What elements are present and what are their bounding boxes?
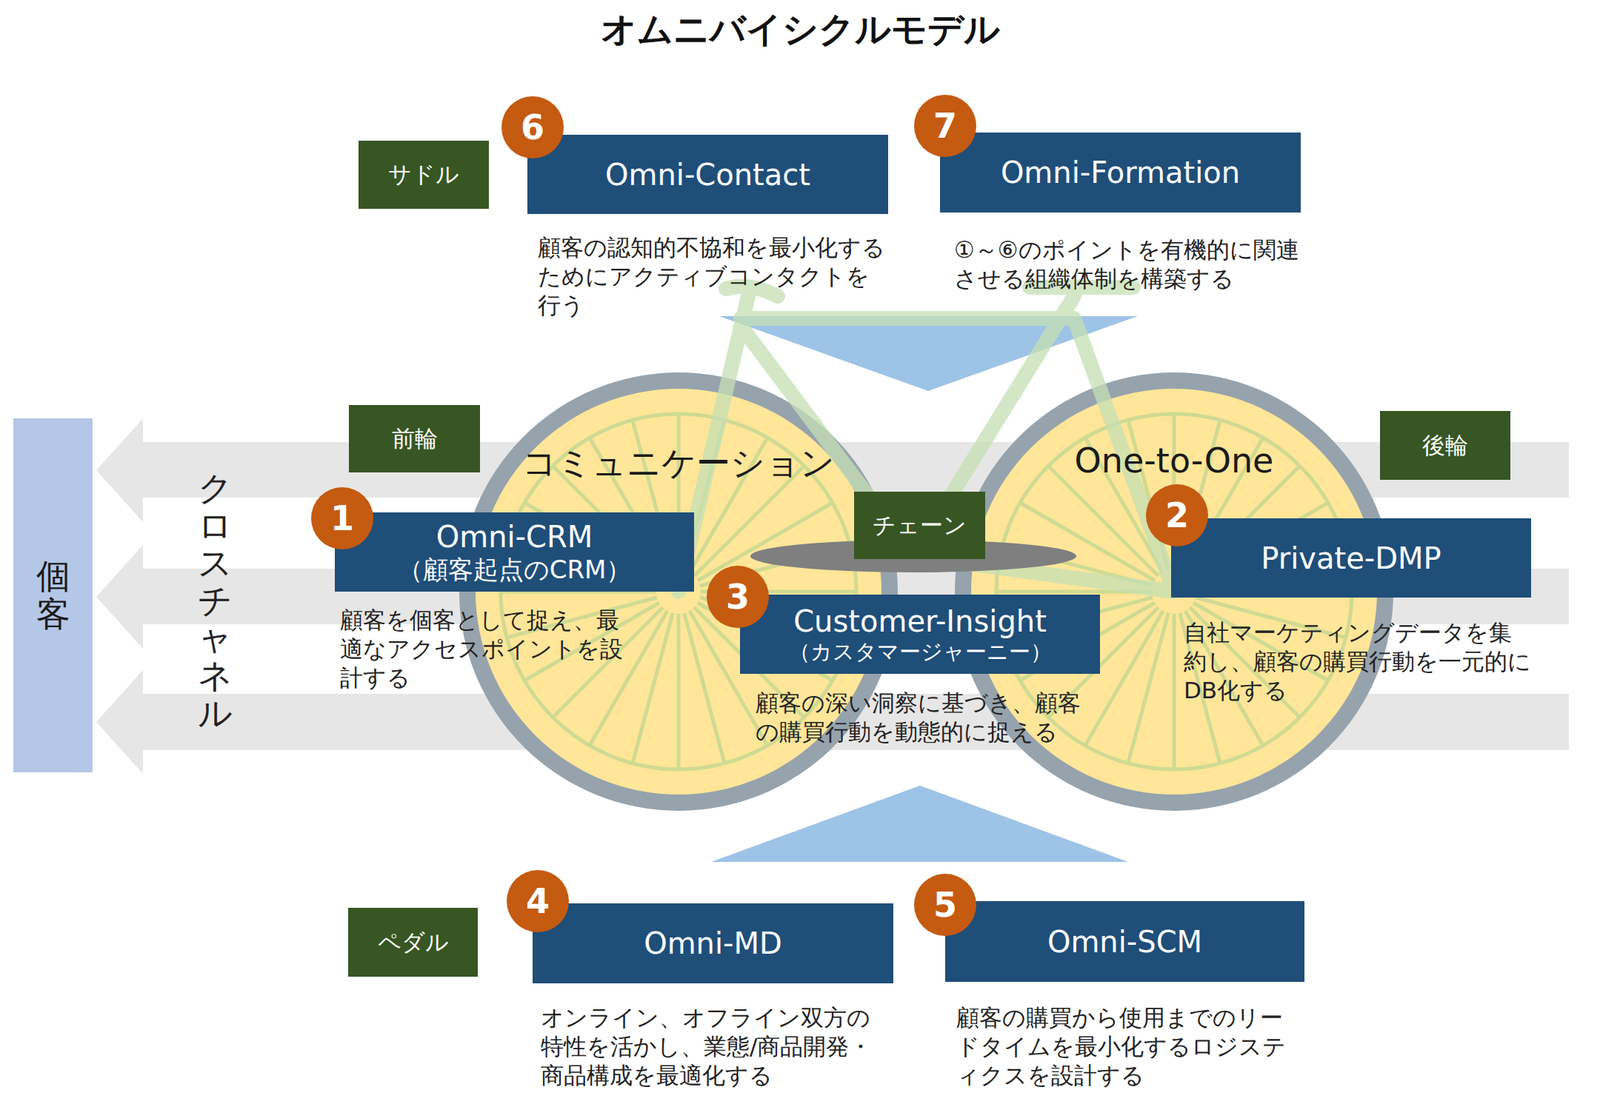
part-tag: 前輪 (348, 405, 480, 473)
part-tag: 後輪 (1380, 411, 1511, 480)
callout-number-text: 6 (520, 107, 545, 148)
vertical-text: 個客 (36, 557, 71, 633)
part-name: 後輪 (1422, 430, 1469, 462)
callout-number: 6 (501, 96, 564, 159)
box-description: 自社マーケティングデータを集約し、顧客の購買行動を一元的にDB化する (1183, 618, 1532, 705)
wheel-title: コミュニケーション (475, 440, 882, 487)
callout-number-text: 7 (933, 105, 958, 146)
box-subtitle: （カスタマージャーニー） (788, 639, 1052, 666)
part-name: サドル (388, 159, 460, 191)
box-description: ①～⑥のポイントを有機的に関連させる組織体制を構築する (954, 235, 1310, 294)
callout-number: 3 (706, 565, 769, 629)
box-description: 顧客の深い洞察に基づき、顧客の購買行動を動態的に捉える (755, 688, 1104, 747)
diagram-title: オムニバイシクルモデル (0, 5, 1600, 54)
vertical-label: クロスチャネル (197, 469, 232, 732)
process-box: Omni-Contact顧客の認知的不協和を最小化するためにアクティブコンタクト… (527, 134, 889, 215)
box-title: Omni-Formation (1000, 154, 1240, 191)
box-title: Omni-Contact (605, 157, 811, 193)
callout-number: 2 (1145, 484, 1209, 547)
box-title: Omni-SCM (1047, 924, 1203, 960)
part-name: ペダル (377, 927, 449, 959)
box-title: Omni-CRM (436, 519, 594, 555)
box-title: Omni-MD (643, 925, 783, 962)
up-triangle (711, 785, 1129, 863)
wheel-title: One-to-One (971, 440, 1378, 481)
box-title: Private-DMP (1260, 540, 1441, 577)
box-title: Customer-Insight (793, 603, 1047, 640)
box-description: 顧客を個客として捉え、最適なアクセスポイントを設計する (340, 605, 629, 692)
process-box: Omni-SCM顧客の購買から使用までのリードタイムを最小化するロジスティクスを… (945, 901, 1305, 983)
callout-number: 5 (914, 874, 977, 937)
callout-number-text: 5 (933, 885, 958, 926)
callout-number-text: 1 (330, 498, 355, 539)
process-box: Customer-Insight（カスタマージャーニー）顧客の深い洞察に基づき、… (740, 594, 1100, 675)
process-box: Omni-Formation①～⑥のポイントを有機的に関連させる組織体制を構築す… (940, 132, 1301, 213)
callout-number: 7 (914, 94, 977, 158)
callout-number: 1 (311, 487, 374, 550)
callout-number: 4 (506, 870, 569, 933)
box-description: 顧客の購買から使用までのリードタイムを最小化するロジスティクスを設計する (956, 1003, 1305, 1090)
part-tag: サドル (358, 140, 489, 209)
box-description: オンライン、オフライン双方の特性を活かし、業態/商品開発・商品構成を最適化する (540, 1003, 889, 1090)
part-tag: チェーン (854, 491, 986, 560)
box-subtitle: （顧客起点のCRM） (397, 554, 632, 586)
part-name: 前輪 (391, 423, 438, 455)
process-box: Omni-MDオンライン、オフライン双方の特性を活かし、業態/商品開発・商品構成… (532, 903, 894, 984)
part-name: チェーン (872, 510, 967, 542)
process-box: Private-DMP自社マーケティングデータを集約し、顧客の購買行動を一元的に… (1171, 518, 1532, 598)
callout-number-text: 4 (525, 881, 550, 922)
customer-bar: 個客 (13, 418, 93, 773)
callout-number-text: 2 (1165, 495, 1189, 536)
box-description: 顧客の認知的不協和を最小化するためにアクティブコンタクトを行う (537, 233, 886, 320)
part-tag: ペダル (348, 908, 478, 978)
callout-number-text: 3 (725, 577, 750, 618)
process-box: Omni-CRM（顧客起点のCRM）顧客を個客として捉え、最適なアクセスポイント… (334, 512, 695, 592)
